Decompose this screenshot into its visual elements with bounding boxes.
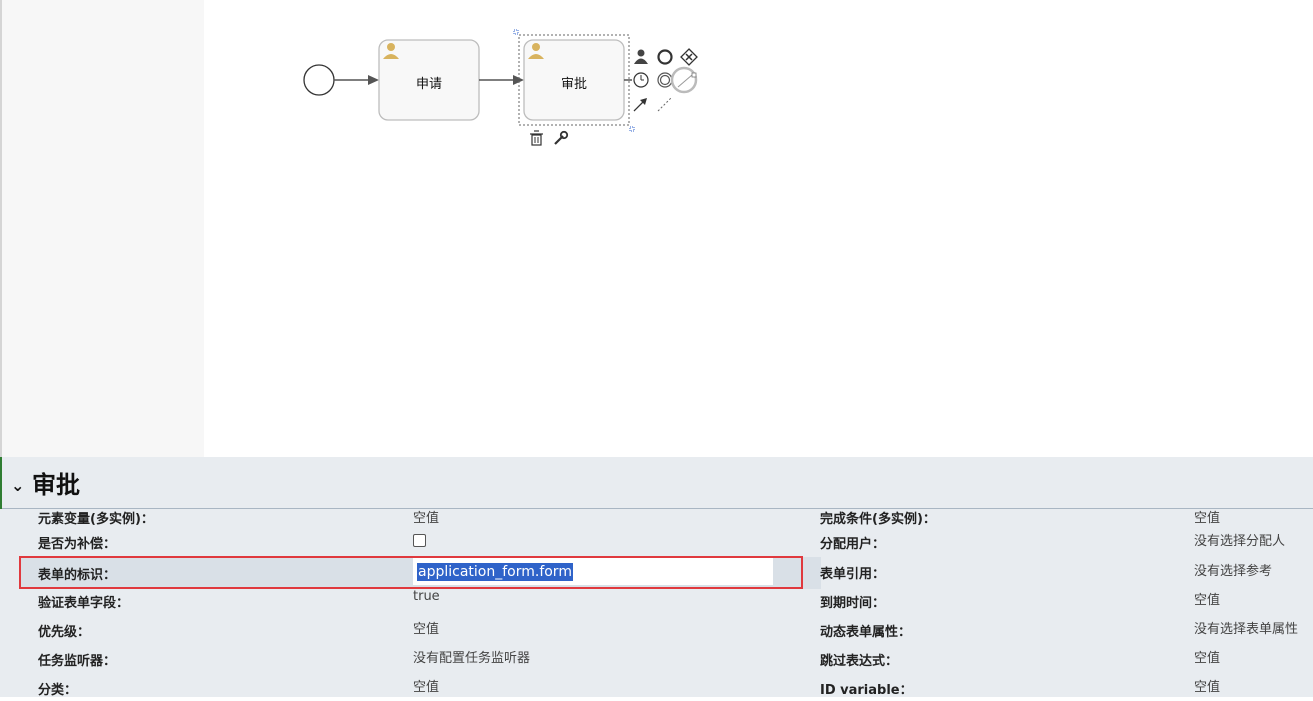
property-value[interactable]: 没有选择表单属性 bbox=[1194, 622, 1299, 637]
property-label: 元素变量(多实例)： bbox=[38, 512, 154, 527]
sequence-flow-1[interactable] bbox=[334, 75, 379, 85]
task-apply[interactable] bbox=[378, 39, 480, 121]
start-event[interactable] bbox=[303, 64, 335, 96]
property-label: ID variable： bbox=[820, 683, 913, 698]
property-row: 分类： 空值 ID variable： 空值 bbox=[0, 673, 1313, 701]
delete-icon[interactable] bbox=[530, 130, 543, 146]
property-value[interactable]: 空值 bbox=[413, 680, 440, 695]
property-row: 是否为补偿： 分配用户： 没有选择分配人 bbox=[0, 527, 1313, 555]
property-label: 到期时间： bbox=[820, 596, 886, 611]
palette-panel bbox=[0, 0, 204, 457]
property-label: 分类： bbox=[38, 683, 78, 698]
form-key-value: application_form.form bbox=[417, 563, 573, 581]
highlight-annotation-box bbox=[19, 556, 803, 589]
property-value[interactable]: true bbox=[413, 589, 440, 604]
resize-handle-br[interactable] bbox=[629, 126, 635, 132]
add-end-event-icon[interactable] bbox=[657, 49, 673, 65]
property-label: 完成条件(多实例)： bbox=[820, 512, 936, 527]
property-label: 动态表单属性： bbox=[820, 625, 912, 640]
property-row: 元素变量(多实例)： 空值 完成条件(多实例)： 空值 bbox=[0, 502, 1313, 530]
add-user-task-icon[interactable] bbox=[634, 49, 648, 65]
property-label: 是否为补偿： bbox=[38, 537, 117, 552]
task-apply-label: 申请 bbox=[415, 77, 442, 92]
property-value[interactable]: 空值 bbox=[413, 622, 440, 637]
form-key-input[interactable]: application_form.form bbox=[413, 558, 773, 585]
wrench-icon[interactable] bbox=[554, 130, 569, 145]
resize-handle-tl[interactable] bbox=[513, 29, 519, 35]
property-value[interactable]: 没有配置任务监听器 bbox=[413, 651, 531, 666]
property-value[interactable]: 空值 bbox=[413, 511, 440, 526]
property-value[interactable]: 空值 bbox=[1194, 511, 1221, 526]
property-value[interactable]: 空值 bbox=[1194, 680, 1221, 695]
user-task-icon bbox=[383, 43, 399, 59]
property-label: 验证表单字段： bbox=[38, 596, 130, 611]
property-label: 任务监听器： bbox=[38, 654, 117, 669]
add-gateway-icon[interactable] bbox=[680, 48, 698, 66]
connect-arrow-icon[interactable] bbox=[633, 98, 647, 112]
property-value[interactable]: 没有选择分配人 bbox=[1194, 534, 1286, 549]
compensation-checkbox[interactable] bbox=[413, 534, 426, 547]
task-approve[interactable] bbox=[523, 39, 625, 121]
add-timer-event-icon[interactable] bbox=[633, 72, 649, 88]
property-label: 分配用户： bbox=[820, 537, 886, 552]
association-icon[interactable] bbox=[657, 97, 672, 112]
property-value[interactable]: 空值 bbox=[1194, 593, 1221, 608]
property-label: 优先级： bbox=[38, 625, 91, 640]
property-row: 任务监听器： 没有配置任务监听器 跳过表达式： 空值 bbox=[0, 644, 1313, 672]
chevron-down-icon[interactable]: ⌄ bbox=[11, 476, 25, 495]
property-row: 验证表单字段： true 到期时间： 空值 bbox=[0, 586, 1313, 614]
property-row: 优先级： 空值 动态表单属性： 没有选择表单属性 bbox=[0, 615, 1313, 643]
properties-header[interactable]: ⌄ 审批 bbox=[0, 457, 1313, 509]
properties-title: 审批 bbox=[32, 471, 80, 499]
user-task-icon bbox=[528, 43, 544, 59]
property-value[interactable]: 没有选择参考 bbox=[1194, 564, 1273, 579]
sequence-flow-2[interactable] bbox=[479, 75, 524, 85]
property-label: 表单引用： bbox=[820, 567, 886, 582]
property-value[interactable]: 空值 bbox=[1194, 651, 1221, 666]
property-label: 跳过表达式： bbox=[820, 654, 899, 669]
property-label: 表单的标识： bbox=[38, 568, 117, 583]
property-row: 表单引用： 没有选择参考 bbox=[0, 557, 1313, 585]
properties-panel: 元素变量(多实例)： 空值 完成条件(多实例)： 空值 ⌄ 审批 是否为补偿： … bbox=[0, 457, 1313, 698]
task-approve-label: 审批 bbox=[560, 77, 587, 92]
morph-shape-icon[interactable] bbox=[670, 66, 698, 94]
process-diagram bbox=[303, 29, 698, 146]
add-intermediate-event-icon[interactable] bbox=[657, 72, 673, 88]
